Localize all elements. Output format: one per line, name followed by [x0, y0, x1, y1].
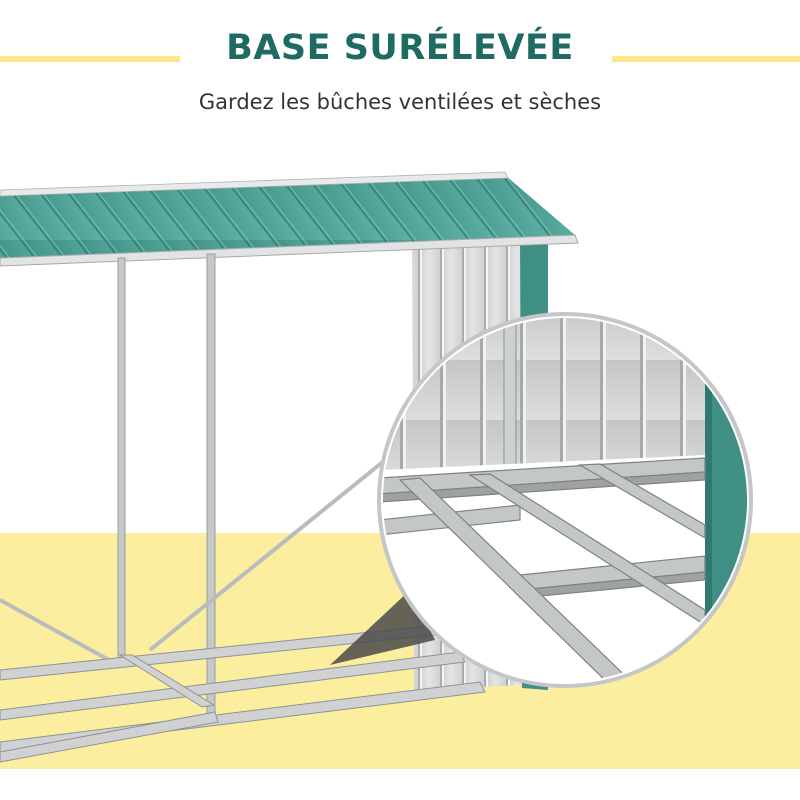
header-line-right [612, 56, 800, 62]
roof-front-edge [0, 234, 579, 267]
roof [0, 175, 575, 258]
zoom-detail-circle [377, 312, 753, 688]
raised-base-frame [0, 624, 486, 763]
diagonal-braces [0, 438, 412, 667]
header-line-left [0, 56, 180, 62]
page-title: BASE SURÉLEVÉE [226, 28, 574, 68]
page-subtitle: Gardez les bûches ventilées et sèches [198, 90, 602, 114]
roof-top-edge [0, 171, 509, 197]
zoom-shadow [330, 590, 435, 665]
